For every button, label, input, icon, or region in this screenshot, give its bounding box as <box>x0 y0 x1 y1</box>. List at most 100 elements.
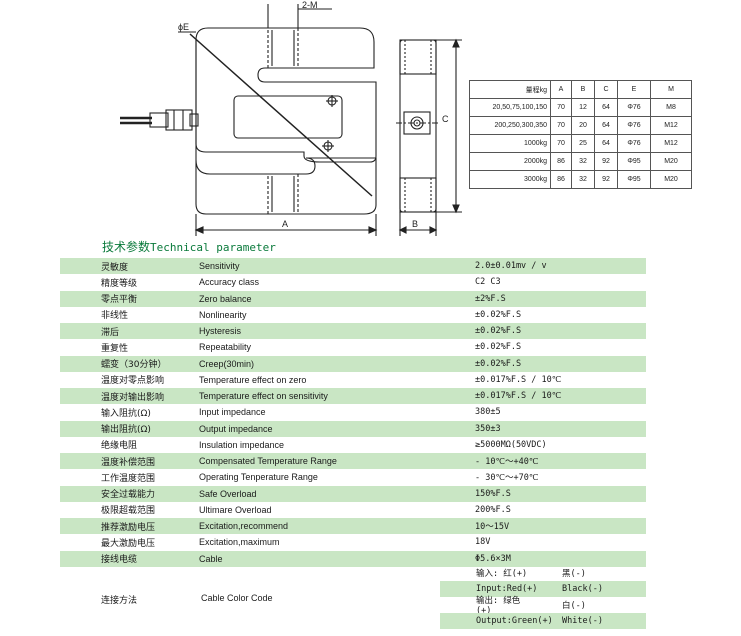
list-item: Input:Red(+)Black(-) <box>440 581 646 597</box>
table-row: 温度对零点影响 Temperature effect on zero ±0.017%… <box>60 372 646 388</box>
table-cell: 64 <box>594 134 618 153</box>
technical-drawing: 2-M ϕE A B C <box>120 0 462 236</box>
table-cell: M20 <box>650 170 692 189</box>
param-en: Ultimare Overload <box>199 504 272 515</box>
table-cell: 92 <box>594 170 618 189</box>
param-value: ±0.017%F.S / 10℃ <box>475 374 562 385</box>
param-en: Excitation,recommend <box>199 521 289 532</box>
param-cn: 重复性 <box>101 343 129 354</box>
section-title: 技术参数Technical parameter <box>102 238 276 255</box>
table-row: 20,50,75,100,150 70 12 64 Φ76 M8 <box>469 98 692 117</box>
table-cell: 2000kg <box>469 152 551 171</box>
table-cell: M12 <box>650 116 692 135</box>
table-cell: 200,250,300,350 <box>469 116 551 135</box>
param-value: C2 C3 <box>475 277 501 288</box>
table-cell: 25 <box>571 134 595 153</box>
section-title-en: Technical parameter <box>150 241 276 254</box>
table-cell: M8 <box>650 98 692 117</box>
param-value: ±0.02%F.S <box>475 342 522 353</box>
param-cn: 精度等级 <box>101 278 138 289</box>
table-row: 2000kg 86 32 92 Φ95 M20 <box>469 152 692 171</box>
param-en: Nonlinearity <box>199 309 247 320</box>
table-cell: 70 <box>550 116 572 135</box>
table-cell: Φ95 <box>617 170 651 189</box>
table-cell: 12 <box>571 98 595 117</box>
wire-negative: 黑(-) <box>562 569 586 579</box>
param-value: 350±3 <box>475 423 501 434</box>
param-value: ±0.02%F.S <box>475 309 522 320</box>
param-value: 200%F.S <box>475 504 511 515</box>
wire-negative: White(-) <box>562 616 603 626</box>
wire-negative: 白(-) <box>562 601 586 611</box>
param-en: Operating Tenperature Range <box>199 472 318 483</box>
table-cell: 20 <box>571 116 595 135</box>
header-a: A <box>550 80 572 99</box>
table-cell: 32 <box>571 170 595 189</box>
param-cn: 温度对输出影响 <box>101 392 165 403</box>
param-en: Sensitivity <box>199 261 240 272</box>
wire-positive: 输入: 红(+) <box>476 569 528 579</box>
param-value: 380±5 <box>475 407 501 418</box>
param-en: Excitation,maximum <box>199 537 280 548</box>
param-cn: 接线电缆 <box>101 555 138 566</box>
table-cell: 1000kg <box>469 134 551 153</box>
table-cell: 92 <box>594 152 618 171</box>
header-c: C <box>594 80 618 99</box>
param-en: Creep(30min) <box>199 358 255 369</box>
table-row: 精度等级 Accuracy class C2 C3 <box>60 274 646 290</box>
cable-color-code: 连接方法 Cable Color Code 输入: 红(+)黑(-) Input… <box>60 565 646 629</box>
table-row: 200,250,300,350 70 20 64 Φ76 M12 <box>469 116 692 135</box>
param-en: Temperature effect on zero <box>199 374 307 385</box>
param-en: Repeatability <box>199 342 252 353</box>
table-row: 极限超载范围 Ultimare Overload 200%F.S <box>60 502 646 518</box>
wire-positive: 输出: 绿色(+) <box>476 596 521 616</box>
param-value: Φ5.6×3M <box>475 553 511 564</box>
table-cell: M20 <box>650 152 692 171</box>
param-cn: 输出阻抗(Ω) <box>101 425 151 436</box>
param-value: 2.0±0.01mv / v <box>475 261 547 272</box>
param-cn: 推荐激励电压 <box>101 522 156 533</box>
param-en: Safe Overload <box>199 488 257 499</box>
param-en: Insulation impedance <box>199 439 285 450</box>
label-2m: 2-M <box>302 0 318 10</box>
table-cell: Φ76 <box>617 98 651 117</box>
param-cn: 最大激励电压 <box>101 538 156 549</box>
wire-positive: Input:Red(+) <box>476 584 538 594</box>
table-cell: Φ95 <box>617 152 651 171</box>
table-cell: 64 <box>594 116 618 135</box>
table-cell: 3000kg <box>469 170 551 189</box>
table-cell: Φ76 <box>617 134 651 153</box>
param-en: Output impedance <box>199 423 273 434</box>
param-cn: 工作温度范围 <box>101 473 156 484</box>
param-en: Compensated Temperature Range <box>199 456 337 467</box>
label-e: ϕE <box>178 22 189 32</box>
param-cn: 滞后 <box>101 327 120 338</box>
param-cn: 温度补偿范围 <box>101 457 156 468</box>
list-item: 输入: 红(+) 黑(-) <box>440 565 646 581</box>
param-en: Accuracy class <box>199 277 260 288</box>
param-en: Zero balance <box>199 293 252 304</box>
table-cell: 86 <box>550 170 572 189</box>
param-cn: 温度对零点影响 <box>101 376 165 387</box>
table-cell: M12 <box>650 134 692 153</box>
table-row: 1000kg 70 25 64 Φ76 M12 <box>469 134 692 153</box>
param-cn: 极限超载范围 <box>101 506 156 517</box>
wire-positive: Output:Green(+) <box>476 616 553 626</box>
table-row: 输出阻抗(Ω) Output impedance 350±3 <box>60 420 646 437</box>
param-en: Input impedance <box>199 407 266 418</box>
param-value: ±2%F.S <box>475 293 506 304</box>
cable-cn-label: 连接方法 <box>101 596 138 606</box>
dimension-table-header: 量程kg A B C E M <box>469 80 692 99</box>
table-cell: 70 <box>550 98 572 117</box>
dimension-table: 量程kg A B C E M 20,50,75,100,150 70 12 64… <box>469 80 692 189</box>
table-row: 重复性 Repeatability ±0.02%F.S <box>60 339 646 355</box>
